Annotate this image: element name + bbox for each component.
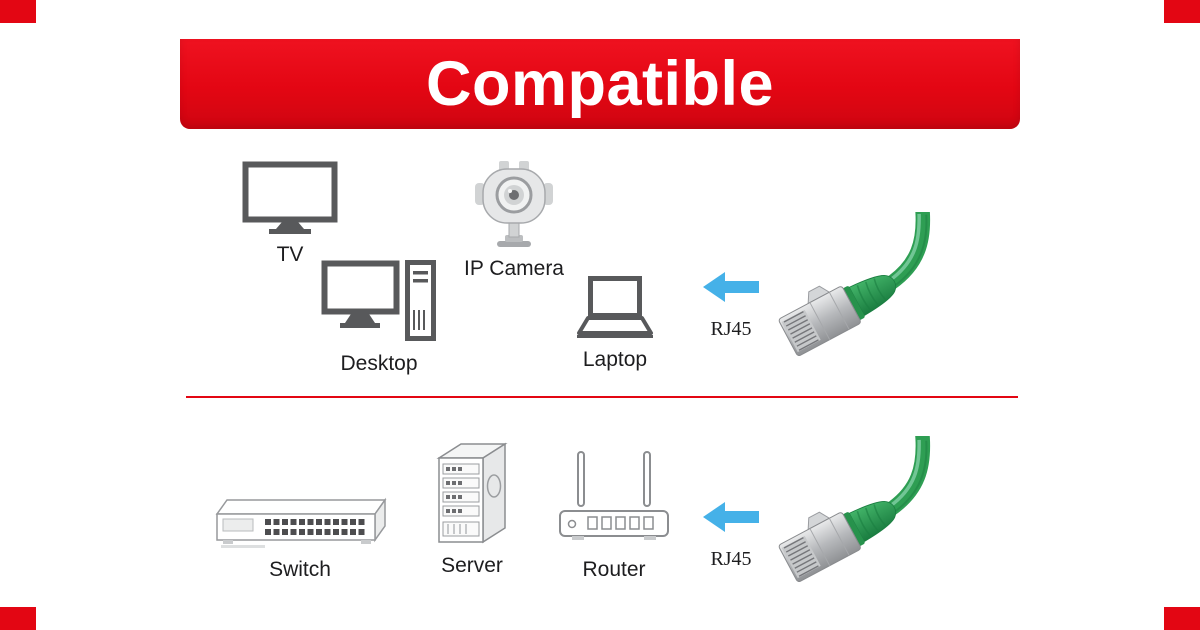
banner-title: Compatible — [425, 49, 775, 119]
connector-callout-top: RJ45 — [700, 272, 762, 341]
device-label: IP Camera — [464, 257, 564, 280]
banner: Compatible — [180, 39, 1020, 129]
device-label: Switch — [269, 558, 331, 581]
desktop-icon — [321, 260, 436, 341]
server-icon — [436, 442, 508, 544]
device-switch: Switch — [212, 488, 388, 582]
section-divider — [186, 396, 1018, 398]
ip-camera-icon — [475, 161, 553, 247]
device-router: Router — [558, 450, 670, 582]
rj45-green-cable-icon — [772, 147, 1010, 382]
corner-accent — [0, 0, 36, 23]
device-laptop: Laptop — [572, 276, 658, 372]
tv-icon — [242, 161, 338, 234]
router-icon — [559, 451, 669, 540]
connector-callout-bottom: RJ45 — [700, 502, 762, 571]
rj45-label: RJ45 — [710, 318, 752, 340]
device-label: Server — [441, 554, 503, 577]
rj45-label: RJ45 — [710, 548, 752, 570]
corner-accent — [1164, 0, 1200, 23]
device-server: Server — [428, 438, 516, 578]
device-label: Laptop — [582, 348, 648, 371]
corner-accent — [1164, 607, 1200, 630]
device-label: TV — [276, 243, 304, 266]
arrow-left-icon — [703, 502, 759, 532]
corner-accent — [0, 607, 36, 630]
laptop-icon — [577, 276, 653, 338]
device-label: Desktop — [340, 352, 418, 375]
device-desktop: Desktop — [318, 260, 440, 376]
switch-icon — [215, 497, 386, 548]
arrow-left-icon — [703, 272, 759, 302]
device-tv: TV — [237, 161, 343, 267]
device-ip-camera: IP Camera — [455, 153, 573, 281]
device-label: Router — [582, 558, 646, 581]
rj45-green-cable-icon — [772, 373, 1010, 609]
